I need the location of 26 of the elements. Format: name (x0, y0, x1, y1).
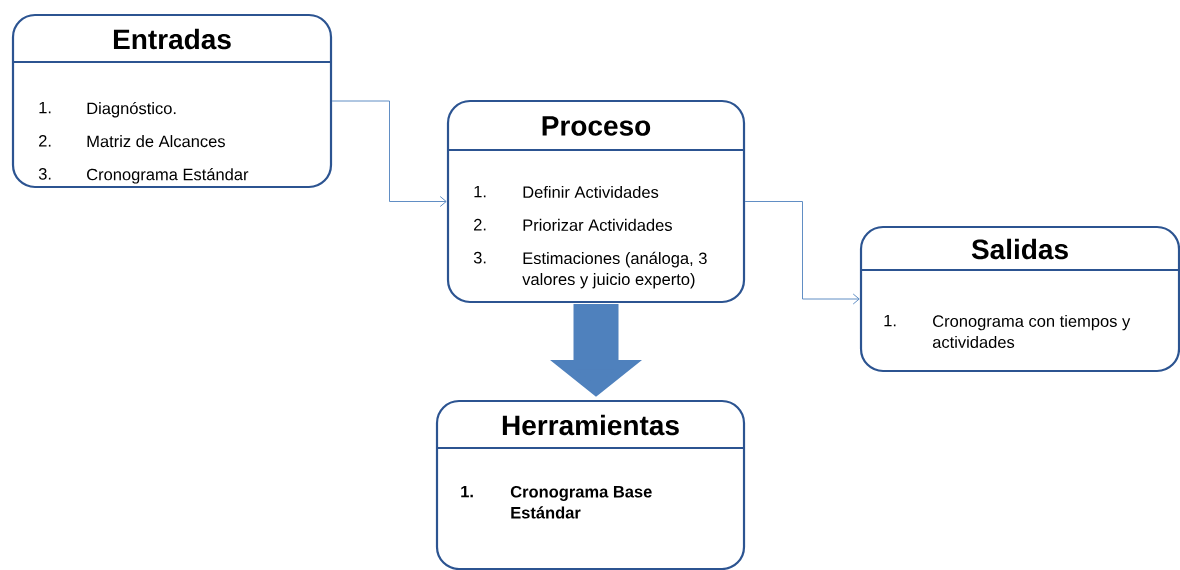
list-number: 1. (39, 101, 51, 114)
box-heading: Proceso (542, 116, 651, 136)
process-box (11, 13, 333, 189)
list-item: Cronograma Estándar (87, 168, 249, 184)
process-box (435, 399, 746, 570)
box-heading: Herramientas (502, 414, 679, 436)
list-item: Estimaciones (análoga, 3 valores y juicio experto) (522, 251, 707, 289)
list-item: Definir Actividades (523, 185, 659, 198)
process-box (446, 99, 746, 304)
list-item: Priorizar Actividades (523, 218, 672, 231)
list-number: 1. (474, 185, 486, 198)
list-number: 1. (884, 314, 896, 327)
list-item: Matriz de Alcances (87, 135, 225, 148)
list-number: 3. (473, 251, 486, 264)
box-heading: Entradas (113, 28, 231, 50)
list-item: Cronograma Base Estándar (510, 485, 652, 519)
list-number: 2. (474, 218, 486, 231)
list-item: Diagnóstico. (87, 101, 176, 118)
process-box (859, 225, 1180, 373)
list-item: Cronograma con tiempos y actividades (932, 314, 1131, 348)
arrow (331, 100, 447, 207)
arrow (744, 201, 860, 305)
list-number: 1. (461, 485, 473, 498)
box-heading: Salidas (971, 238, 1068, 260)
list-number: 3. (38, 168, 51, 180)
list-number: 2. (39, 135, 51, 147)
